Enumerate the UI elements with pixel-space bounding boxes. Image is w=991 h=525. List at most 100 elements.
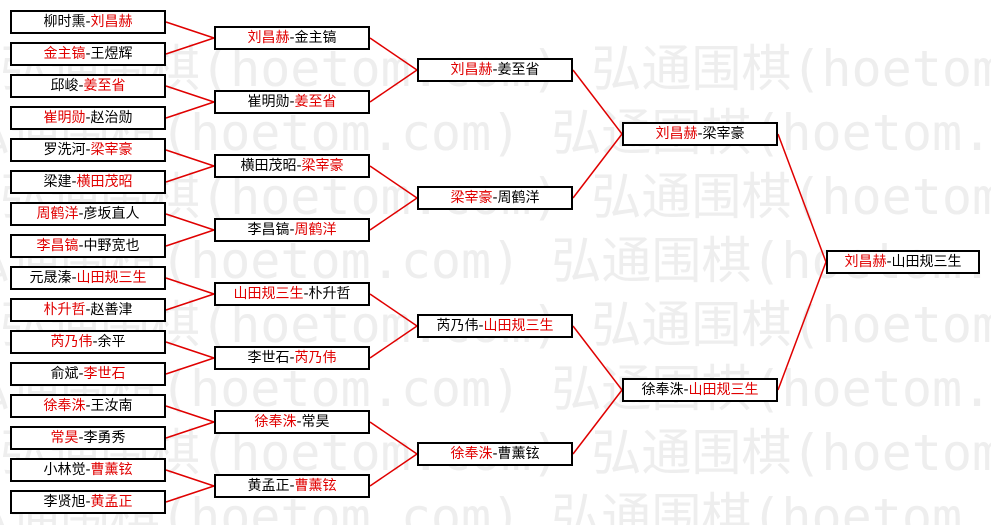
player-name: 曹薰铉 xyxy=(497,446,540,462)
match-box-round-3: 徐奉洙-曹薰铉 xyxy=(417,442,573,466)
connector-line xyxy=(572,69,623,135)
separator: - xyxy=(296,158,302,174)
winner-name: 李世石 xyxy=(83,366,126,382)
separator: - xyxy=(78,206,84,222)
winner-name: 刘昌赫 xyxy=(90,14,133,30)
connector-line xyxy=(165,21,215,39)
winner-name: 徐奉洙 xyxy=(450,446,493,462)
winner-name: 周鹤洋 xyxy=(36,206,79,222)
separator: - xyxy=(78,366,84,382)
match-box-round-1: 李昌镐-中野宽也 xyxy=(10,234,166,258)
separator: - xyxy=(78,430,84,446)
connector-line xyxy=(165,405,215,423)
connector-line xyxy=(572,389,623,455)
player-name: 王煜辉 xyxy=(90,46,133,62)
match-box-round-1: 崔明勋-赵治勋 xyxy=(10,106,166,130)
winner-name: 刘昌赫 xyxy=(655,126,698,142)
player-name: 李贤旭 xyxy=(43,494,86,510)
connector-line xyxy=(369,37,418,71)
match-box-round-1: 元晟溱-山田规三生 xyxy=(10,266,166,290)
winner-name: 金主镐 xyxy=(43,46,86,62)
winner-name: 横田茂昭 xyxy=(76,174,133,190)
winner-name: 山田规三生 xyxy=(688,382,759,398)
match-box-round-1: 常昊-李勇秀 xyxy=(10,426,166,450)
winner-name: 朴升哲 xyxy=(43,302,86,318)
winner-name: 梁宰豪 xyxy=(90,142,133,158)
connector-line xyxy=(165,341,215,359)
connector-line xyxy=(165,293,215,311)
connector-line xyxy=(369,69,418,103)
winner-name: 徐奉洙 xyxy=(43,398,86,414)
connector-line xyxy=(572,325,623,391)
player-name: 邱峻 xyxy=(50,78,79,94)
winner-name: 芮乃伟 xyxy=(294,350,337,366)
match-box-round-2: 黄孟正-曹薰铉 xyxy=(214,474,370,498)
separator: - xyxy=(71,174,77,190)
separator: - xyxy=(71,270,77,286)
winner-name: 山田规三生 xyxy=(483,318,554,334)
match-box-round-1: 罗洗河-梁宰豪 xyxy=(10,138,166,162)
winner-name: 芮乃伟 xyxy=(50,334,93,350)
connector-line xyxy=(369,197,418,231)
separator: - xyxy=(289,350,295,366)
match-box-round-4: 徐奉洙-山田规三生 xyxy=(622,378,778,402)
player-name: 柳时熏 xyxy=(43,14,86,30)
match-box-round-2: 崔明勋-姜至省 xyxy=(214,90,370,114)
player-name: 李昌镐 xyxy=(247,222,290,238)
winner-name: 山田规三生 xyxy=(76,270,147,286)
player-name: 朴升哲 xyxy=(308,286,351,302)
player-name: 山田规三生 xyxy=(891,254,962,270)
match-box-round-2: 李世石-芮乃伟 xyxy=(214,346,370,370)
winner-name: 刘昌赫 xyxy=(450,62,493,78)
connector-line xyxy=(165,485,215,503)
match-box-round-2: 横田茂昭-梁宰豪 xyxy=(214,154,370,178)
player-name: 赵治勋 xyxy=(90,110,133,126)
player-name: 梁宰豪 xyxy=(702,126,745,142)
connector-line xyxy=(165,165,215,183)
player-name: 俞斌 xyxy=(50,366,79,382)
winner-name: 山田规三生 xyxy=(233,286,304,302)
winner-name: 姜至省 xyxy=(83,78,126,94)
connector-line xyxy=(369,421,418,455)
separator: - xyxy=(85,302,91,318)
match-box-round-1: 朴升哲-赵善津 xyxy=(10,298,166,322)
match-box-round-1: 俞斌-李世石 xyxy=(10,362,166,386)
player-name: 姜至省 xyxy=(497,62,540,78)
player-name: 崔明勋 xyxy=(247,94,290,110)
separator: - xyxy=(492,190,498,206)
connector-line xyxy=(165,469,215,487)
match-box-round-1: 柳时熏-刘昌赫 xyxy=(10,10,166,34)
winner-name: 黄孟正 xyxy=(90,494,133,510)
player-name: 彦坂直人 xyxy=(83,206,140,222)
separator: - xyxy=(85,110,91,126)
connector-line xyxy=(369,453,418,487)
player-name: 梁建 xyxy=(43,174,72,190)
match-box-round-3: 芮乃伟-山田规三生 xyxy=(417,314,573,338)
winner-name: 梁宰豪 xyxy=(301,158,344,174)
match-box-round-1: 小林觉-曹薰铉 xyxy=(10,458,166,482)
player-name: 常昊 xyxy=(301,414,330,430)
connector-line xyxy=(165,421,215,439)
separator: - xyxy=(492,446,498,462)
separator: - xyxy=(303,286,309,302)
separator: - xyxy=(289,94,295,110)
connector-line xyxy=(165,101,215,119)
connector-line xyxy=(369,165,418,199)
match-box-round-5: 刘昌赫-山田规三生 xyxy=(826,250,980,274)
winner-name: 李昌镐 xyxy=(36,238,79,254)
player-name: 余平 xyxy=(97,334,126,350)
winner-name: 曹薰铉 xyxy=(294,478,337,494)
player-name: 李勇秀 xyxy=(83,430,126,446)
match-box-round-1: 梁建-横田茂昭 xyxy=(10,170,166,194)
match-box-round-1: 周鹤洋-彦坂直人 xyxy=(10,202,166,226)
match-box-round-4: 刘昌赫-梁宰豪 xyxy=(622,122,778,146)
separator: - xyxy=(85,494,91,510)
player-name: 罗洗河 xyxy=(43,142,86,158)
match-box-round-2: 山田规三生-朴升哲 xyxy=(214,282,370,306)
connector-line xyxy=(777,133,827,263)
connector-line xyxy=(165,85,215,103)
connector-line xyxy=(165,37,215,55)
winner-name: 梁宰豪 xyxy=(450,190,493,206)
player-name: 王汝南 xyxy=(90,398,133,414)
player-name: 李世石 xyxy=(247,350,290,366)
